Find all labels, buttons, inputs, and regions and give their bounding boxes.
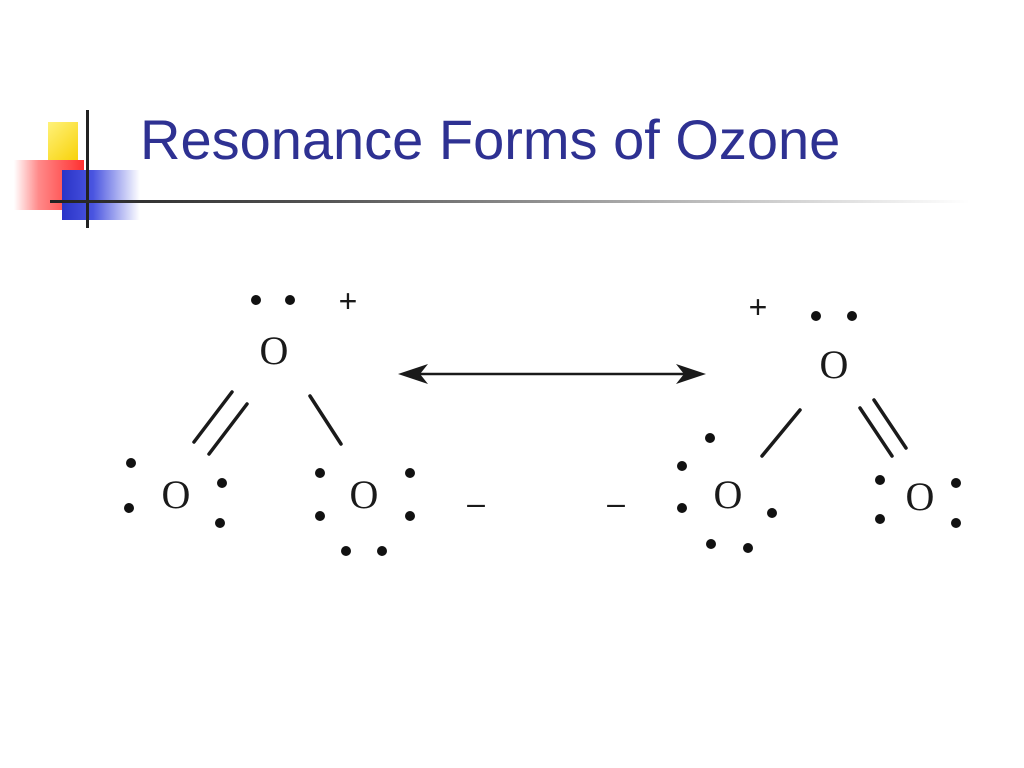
right-terminal-oxygen: O [350, 472, 379, 517]
double-bond-line [858, 406, 894, 458]
left-terminal-minus-charge: – [467, 485, 485, 521]
decor-yellow-square [48, 122, 78, 166]
lone-pair-dot [705, 433, 715, 443]
right-right-terminal-oxygen: O [906, 474, 935, 519]
lone-pair-dot [405, 511, 415, 521]
lone-pair-dot [341, 546, 351, 556]
lone-pair-dot [251, 295, 261, 305]
lone-pair-dot [743, 543, 753, 553]
lone-pair-dot [875, 514, 885, 524]
double-bond-line [192, 390, 234, 444]
lone-pair-dot [315, 511, 325, 521]
right-central-oxygen: O [820, 342, 849, 387]
lone-pair-dot [126, 458, 136, 468]
right-structure-minus-charge: – [607, 485, 625, 521]
decor-vertical-line [86, 110, 89, 228]
lone-pair-dot [706, 539, 716, 549]
right-structure: O + O – O [607, 289, 961, 553]
lone-pair-dot [315, 468, 325, 478]
lone-pair-dot [677, 461, 687, 471]
lone-pair-dot [767, 508, 777, 518]
lone-pair-dot [377, 546, 387, 556]
title-underline [50, 200, 970, 203]
lone-pair-dot [217, 478, 227, 488]
lone-pair-dot [285, 295, 295, 305]
left-structure: O + O O – [124, 283, 485, 556]
slide-title: Resonance Forms of Ozone [140, 108, 841, 171]
resonance-arrow [398, 364, 706, 384]
single-bond-line [760, 408, 802, 458]
lone-pair-dot [811, 311, 821, 321]
right-central-plus-charge: + [749, 289, 768, 325]
lone-pair-dot [875, 475, 885, 485]
decor-blue-square [62, 170, 140, 220]
lone-pair-dot [951, 478, 961, 488]
double-bond-line [207, 402, 249, 456]
right-left-terminal-oxygen: O [714, 472, 743, 517]
double-bond-line [872, 398, 908, 450]
lone-pair-dot [847, 311, 857, 321]
left-central-plus-charge: + [339, 283, 358, 319]
left-terminal-oxygen: O [162, 472, 191, 517]
lone-pair-dot [951, 518, 961, 528]
lone-pair-dot [677, 503, 687, 513]
single-bond-line [308, 394, 343, 446]
lone-pair-dot [215, 518, 225, 528]
lone-pair-dot [405, 468, 415, 478]
left-central-oxygen: O [260, 328, 289, 373]
lone-pair-dot [124, 503, 134, 513]
